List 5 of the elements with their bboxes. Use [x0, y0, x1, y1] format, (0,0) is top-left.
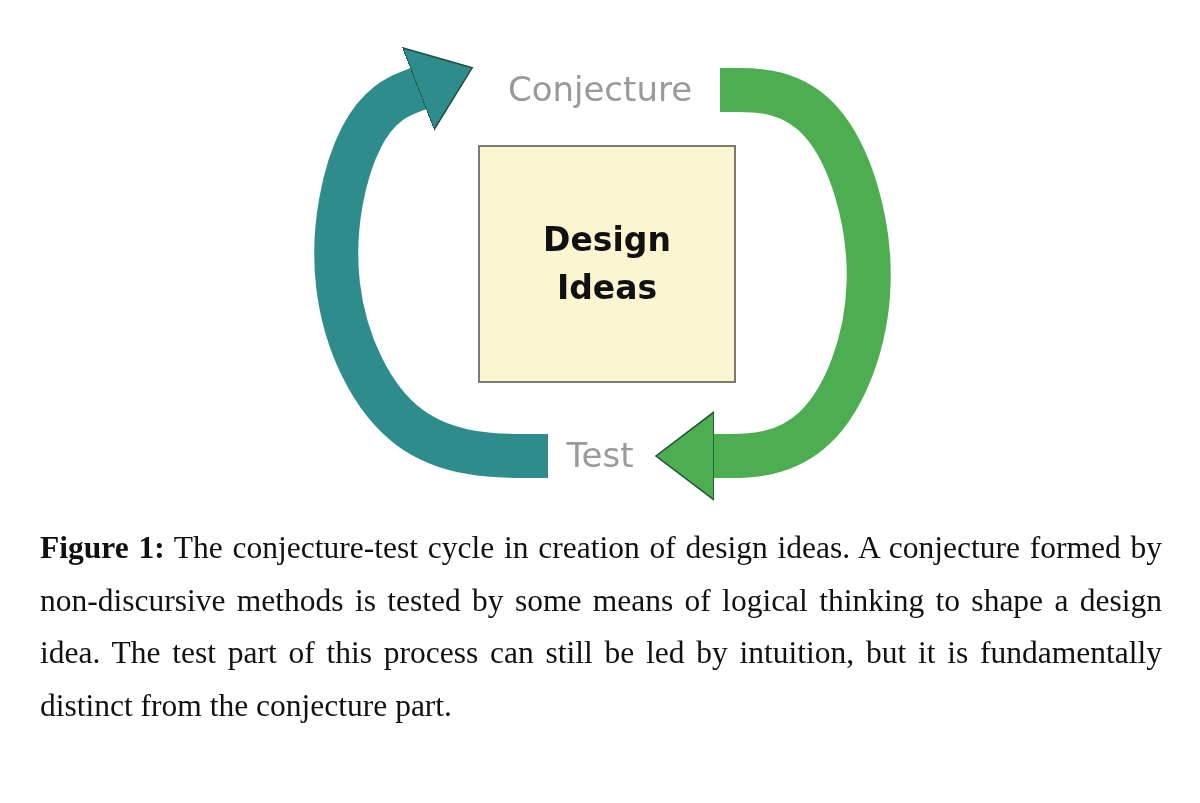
stage-label: Conjecture — [507, 68, 693, 112]
stage-label: Test — [566, 434, 634, 478]
process-box — [478, 145, 736, 383]
figure-caption: Figure 1: The conjecture-test cycle in creation of design ideas. A conjecture formed by non-discursive methods is tested by some means of logical thinking to shape a design idea. The test part of this process can still be led by intuition, but it is fundamentally distinct from the conjecture part. — [40, 529, 1162, 725]
box-label: Design Ideas — [542, 219, 672, 309]
